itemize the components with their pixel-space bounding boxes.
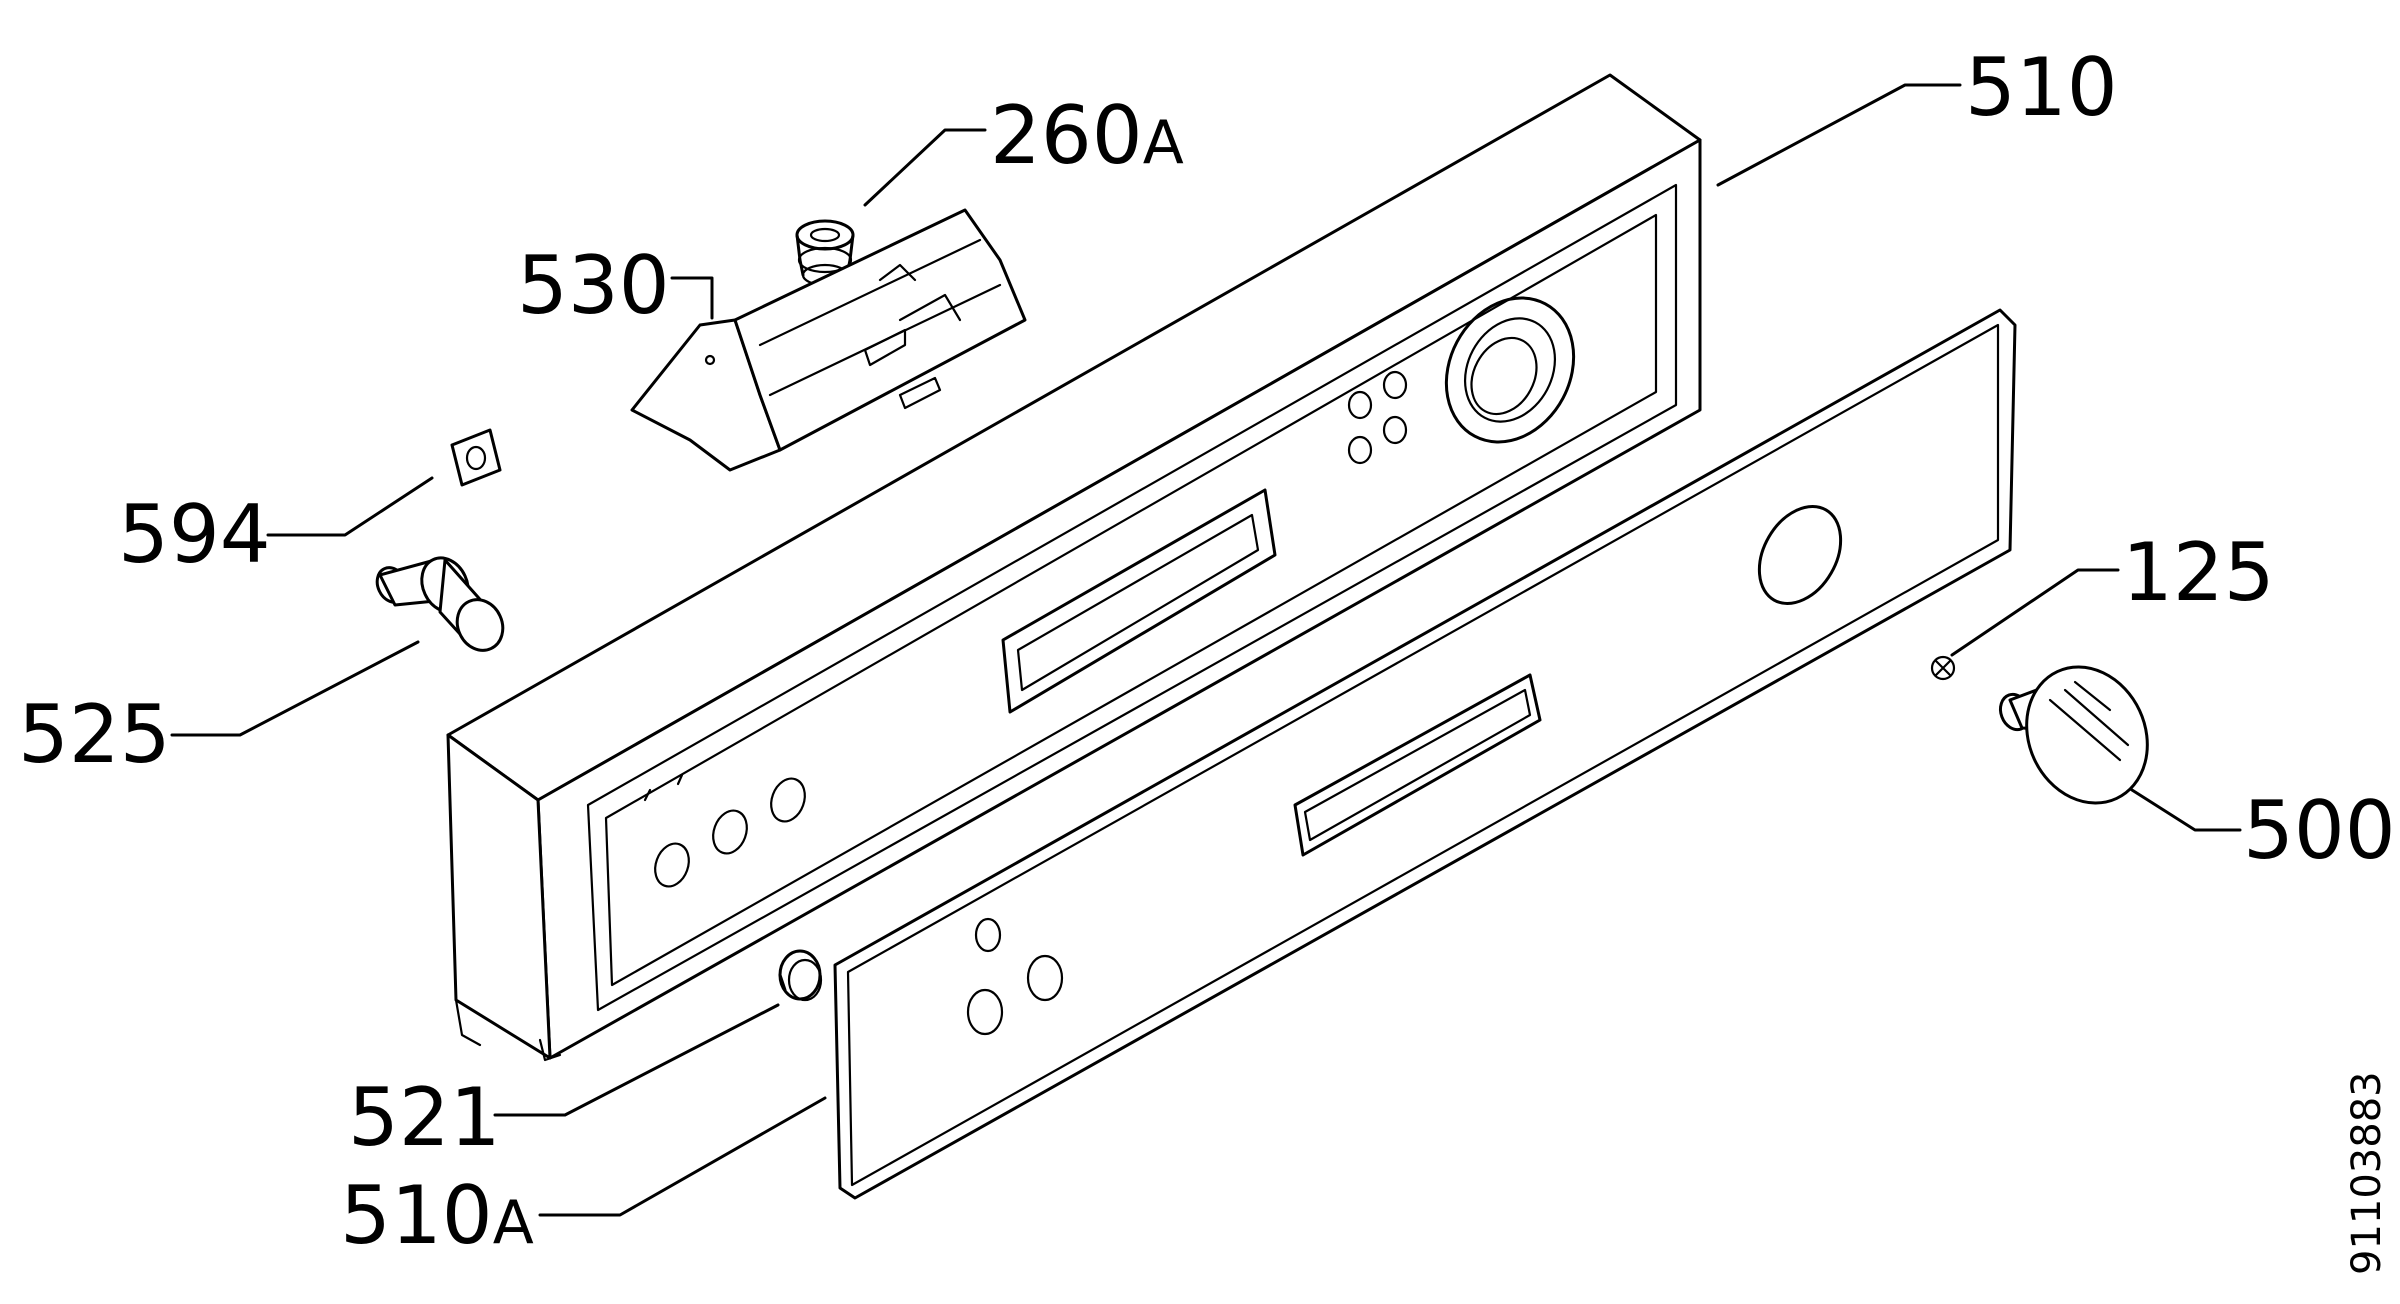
grommet-part: [795, 219, 855, 287]
label-125: 125: [2122, 526, 2275, 619]
decor-panel: [833, 308, 2017, 1200]
knob-part: [1998, 665, 2149, 805]
button-cap-part: [778, 949, 823, 1002]
dispenser-bracket-part: [630, 208, 1027, 472]
screw-part: [1930, 655, 1956, 681]
pin-part: [375, 556, 505, 652]
leader-lines: [170, 83, 2242, 1217]
label-525: 525: [18, 688, 171, 781]
label-500: 500: [2243, 784, 2396, 877]
label-521: 521: [348, 1071, 501, 1164]
label-510a: 510A: [340, 1169, 534, 1262]
clip-part: [450, 428, 502, 487]
part-labels: 510 260A 530 594 525 125 500 521 510A: [18, 41, 2396, 1262]
label-530: 530: [517, 239, 670, 332]
label-594: 594: [118, 488, 271, 581]
control-panel-housing: [446, 73, 1702, 1062]
label-510: 510: [1965, 41, 2118, 134]
document-number: 91103883: [2344, 1071, 2390, 1275]
label-260a: 260A: [990, 89, 1184, 182]
